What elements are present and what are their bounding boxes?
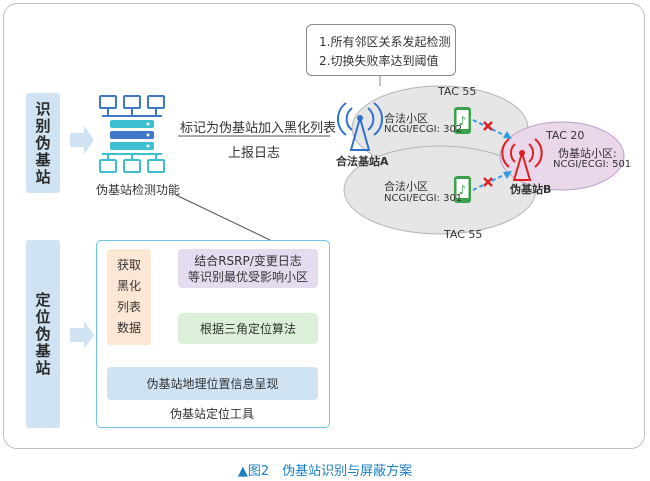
- handover-top-arrow: [472, 119, 512, 139]
- handover-bottom-arrow: [472, 171, 512, 191]
- get-line-1: 获取: [116, 258, 141, 272]
- condition-1: 1.所有邻区关系发起检测: [319, 35, 451, 49]
- tac-top-label: TAC 55: [438, 85, 477, 98]
- condition-2: 2.切换失败率达到阈值: [319, 54, 439, 68]
- figure-caption: ▲图2 伪基站识别与屏蔽方案: [237, 464, 413, 479]
- locate-arrow: [70, 321, 94, 349]
- report-log-label: 上报日志: [228, 146, 281, 161]
- identify-arrow: [70, 126, 94, 154]
- rsrp-step-box: 结合RSRP/变更日志 等识别最优受影响小区: [178, 249, 318, 288]
- locate-tool-label: 伪基站定位工具: [170, 407, 255, 421]
- get-line-2: 黑化: [116, 279, 141, 293]
- station-b-label: 伪基站B: [510, 183, 552, 196]
- geo-display-box: 伪基站地理位置信息呈现: [107, 367, 318, 400]
- cell-top-title: 合法小区: [384, 112, 428, 125]
- server-cluster-icon: [99, 95, 165, 173]
- phone-bottom-icon: ♪: [454, 176, 471, 203]
- tac-bottom-ellipse: [343, 145, 537, 235]
- get-line-4: 数据: [116, 321, 141, 335]
- blacklist-label: 标记为伪基站加入黑化列表: [180, 121, 337, 136]
- tac-bottom-label: TAC 55: [444, 228, 483, 241]
- rsrp-line-1: 结合RSRP/变更日志: [194, 253, 302, 268]
- rsrp-line-2: 等识别最优受影响小区: [187, 269, 308, 284]
- conditions-note: 1.所有邻区关系发起检测 2.切换失败率达到阈值: [306, 24, 456, 76]
- fake-cell-title: 伪基站小区:: [558, 147, 617, 160]
- tac-fake-label: TAC 20: [546, 129, 585, 142]
- identify-fake-station-label: 识别伪基站: [26, 93, 60, 193]
- cell-bottom-id: NCGI/ECGI: 301: [384, 193, 463, 204]
- phone-top-icon: ♪: [454, 107, 471, 134]
- fake-station-b-icon: [501, 138, 543, 181]
- svg-text:♪: ♪: [459, 114, 467, 128]
- legit-station-a-icon: [337, 102, 383, 151]
- triangulation-step-box: 根据三角定位算法: [178, 313, 318, 344]
- tac-fake-ellipse: [499, 121, 625, 191]
- cell-top-id: NCGI/ECGI: 302: [384, 124, 463, 135]
- detection-connector: [175, 194, 271, 241]
- cell-bottom-title: 合法小区: [384, 180, 428, 193]
- fake-cell-id: NCGI/ECGI: 501: [553, 159, 632, 170]
- detection-function-label: 伪基站检测功能: [96, 183, 181, 197]
- get-blacklist-data-box: 获取 黑化 列表 数据: [107, 249, 151, 345]
- svg-text:♪: ♪: [459, 183, 467, 197]
- locate-fake-station-label: 定位伪基站: [26, 240, 60, 428]
- get-line-3: 列表: [116, 300, 141, 314]
- station-a-label: 合法基站A: [336, 155, 389, 168]
